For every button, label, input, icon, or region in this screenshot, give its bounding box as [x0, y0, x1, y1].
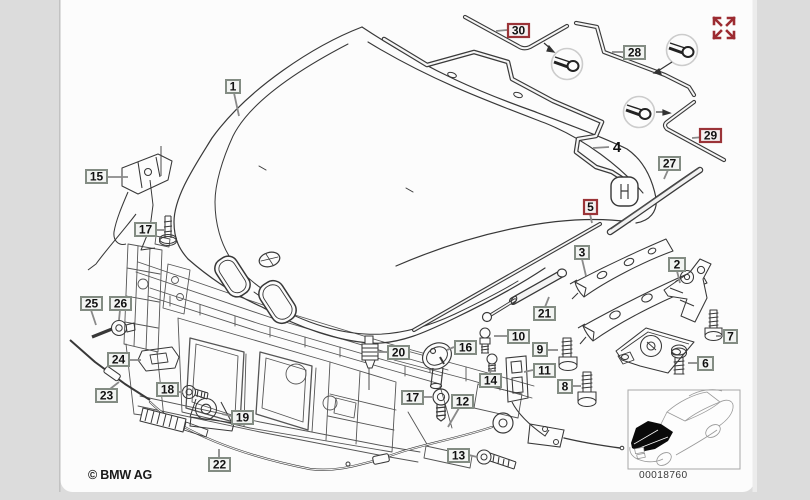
svg-text:13: 13 [452, 449, 466, 463]
svg-text:16: 16 [459, 341, 473, 355]
svg-text:© BMW AG: © BMW AG [88, 468, 152, 482]
svg-text:26: 26 [114, 297, 128, 311]
svg-text:17: 17 [139, 223, 153, 237]
svg-text:29: 29 [704, 129, 718, 143]
svg-text:21: 21 [538, 307, 552, 321]
svg-text:3: 3 [579, 246, 586, 260]
svg-text:22: 22 [213, 458, 227, 472]
svg-text:19: 19 [236, 411, 250, 425]
svg-text:5: 5 [587, 200, 594, 214]
svg-text:2: 2 [674, 258, 681, 272]
svg-text:6: 6 [702, 357, 709, 371]
svg-text:00018760: 00018760 [639, 470, 688, 481]
svg-text:15: 15 [90, 170, 104, 184]
svg-text:18: 18 [161, 383, 175, 397]
svg-text:23: 23 [100, 389, 114, 403]
svg-text:1: 1 [230, 80, 237, 94]
svg-text:8: 8 [562, 380, 569, 394]
svg-text:4: 4 [613, 139, 622, 156]
svg-text:27: 27 [663, 157, 677, 171]
svg-text:25: 25 [85, 297, 99, 311]
svg-text:20: 20 [392, 346, 406, 360]
svg-text:30: 30 [512, 24, 526, 38]
svg-text:7: 7 [727, 330, 734, 344]
svg-text:28: 28 [628, 46, 642, 60]
svg-text:9: 9 [537, 343, 544, 357]
svg-text:11: 11 [538, 364, 551, 378]
svg-text:14: 14 [484, 374, 498, 388]
svg-text:10: 10 [512, 330, 526, 344]
svg-text:12: 12 [456, 395, 470, 409]
svg-text:24: 24 [112, 353, 126, 367]
svg-text:17: 17 [406, 391, 420, 405]
